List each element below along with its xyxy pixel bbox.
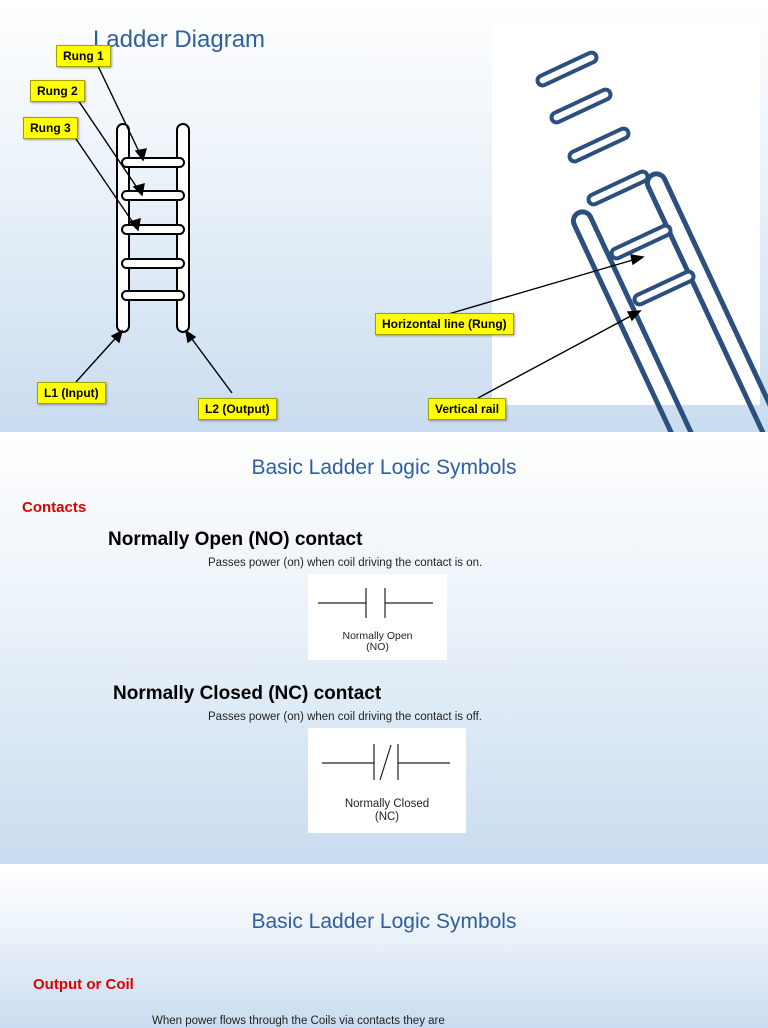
rung1-pointer	[97, 65, 144, 161]
no-contact-symbol: Normally Open (NO)	[308, 574, 447, 660]
nc-contact-symbol: Normally Closed (NC)	[308, 728, 466, 833]
callout-vertical-rail: Vertical rail	[428, 398, 507, 420]
ladder-rung	[121, 258, 185, 269]
callout-horizontal-line: Horizontal line (Rung)	[375, 313, 514, 335]
callout-l1-input: L1 (Input)	[37, 382, 106, 404]
nc-contact-label: Normally Closed	[344, 798, 430, 810]
ladder-rail-left	[570, 209, 740, 432]
slide-title: Basic Ladder Logic Symbols	[251, 910, 517, 933]
ladder-rung	[121, 190, 185, 201]
slide-ladder-diagram: Ladder Diagram Rung 1 Rung 2 Rung 3 L	[0, 0, 768, 432]
no-contact-symbol-svg	[318, 588, 433, 618]
callout-rung-2: Rung 2	[30, 80, 85, 102]
slide-title: Basic Ladder Logic Symbols	[251, 456, 517, 479]
no-contact-heading: Normally Open (NO) contact	[108, 529, 363, 550]
horizontal-line-pointer	[444, 256, 644, 316]
l1-pointer	[75, 330, 123, 383]
callout-rung-1: Rung 1	[56, 45, 111, 67]
slide-title: Ladder Diagram	[92, 26, 266, 53]
callout-rung-3: Rung 3	[23, 117, 78, 139]
nc-contact-label-abbr: (NC)	[374, 811, 400, 823]
rung2-pointer	[77, 99, 143, 196]
ladder-illustration-svg	[535, 50, 768, 432]
section-heading-output-coil: Output or Coil	[33, 976, 134, 993]
nc-contact-description: Passes power (on) when coil driving the …	[208, 711, 483, 723]
vertical-rail-pointer	[477, 310, 641, 399]
left-ladder-drawing	[73, 65, 233, 394]
ladder-rung	[121, 157, 185, 168]
ladder-illustration	[492, 24, 768, 432]
ladder-rung	[121, 290, 185, 301]
right-pointer-lines	[444, 254, 645, 399]
ladder-rail-right	[644, 171, 768, 432]
coil-description: When power flows through the Coils via c…	[152, 1015, 445, 1027]
no-contact-description: Passes power (on) when coil driving the …	[208, 557, 483, 569]
no-contact-label: Normally Open	[342, 630, 413, 642]
callout-l2-output: L2 (Output)	[198, 398, 277, 420]
rung3-pointer	[73, 135, 139, 231]
l2-pointer	[185, 330, 233, 394]
nc-contact-symbol-svg	[322, 744, 450, 781]
slide-contacts: Basic Ladder Logic Symbols Contacts Norm…	[0, 434, 768, 864]
slide-output-coil: Basic Ladder Logic Symbols Output or Coi…	[0, 868, 768, 1028]
no-contact-label-abbr: (NO)	[366, 641, 389, 653]
nc-contact-heading: Normally Closed (NC) contact	[113, 683, 382, 704]
section-heading-contacts: Contacts	[22, 499, 87, 516]
